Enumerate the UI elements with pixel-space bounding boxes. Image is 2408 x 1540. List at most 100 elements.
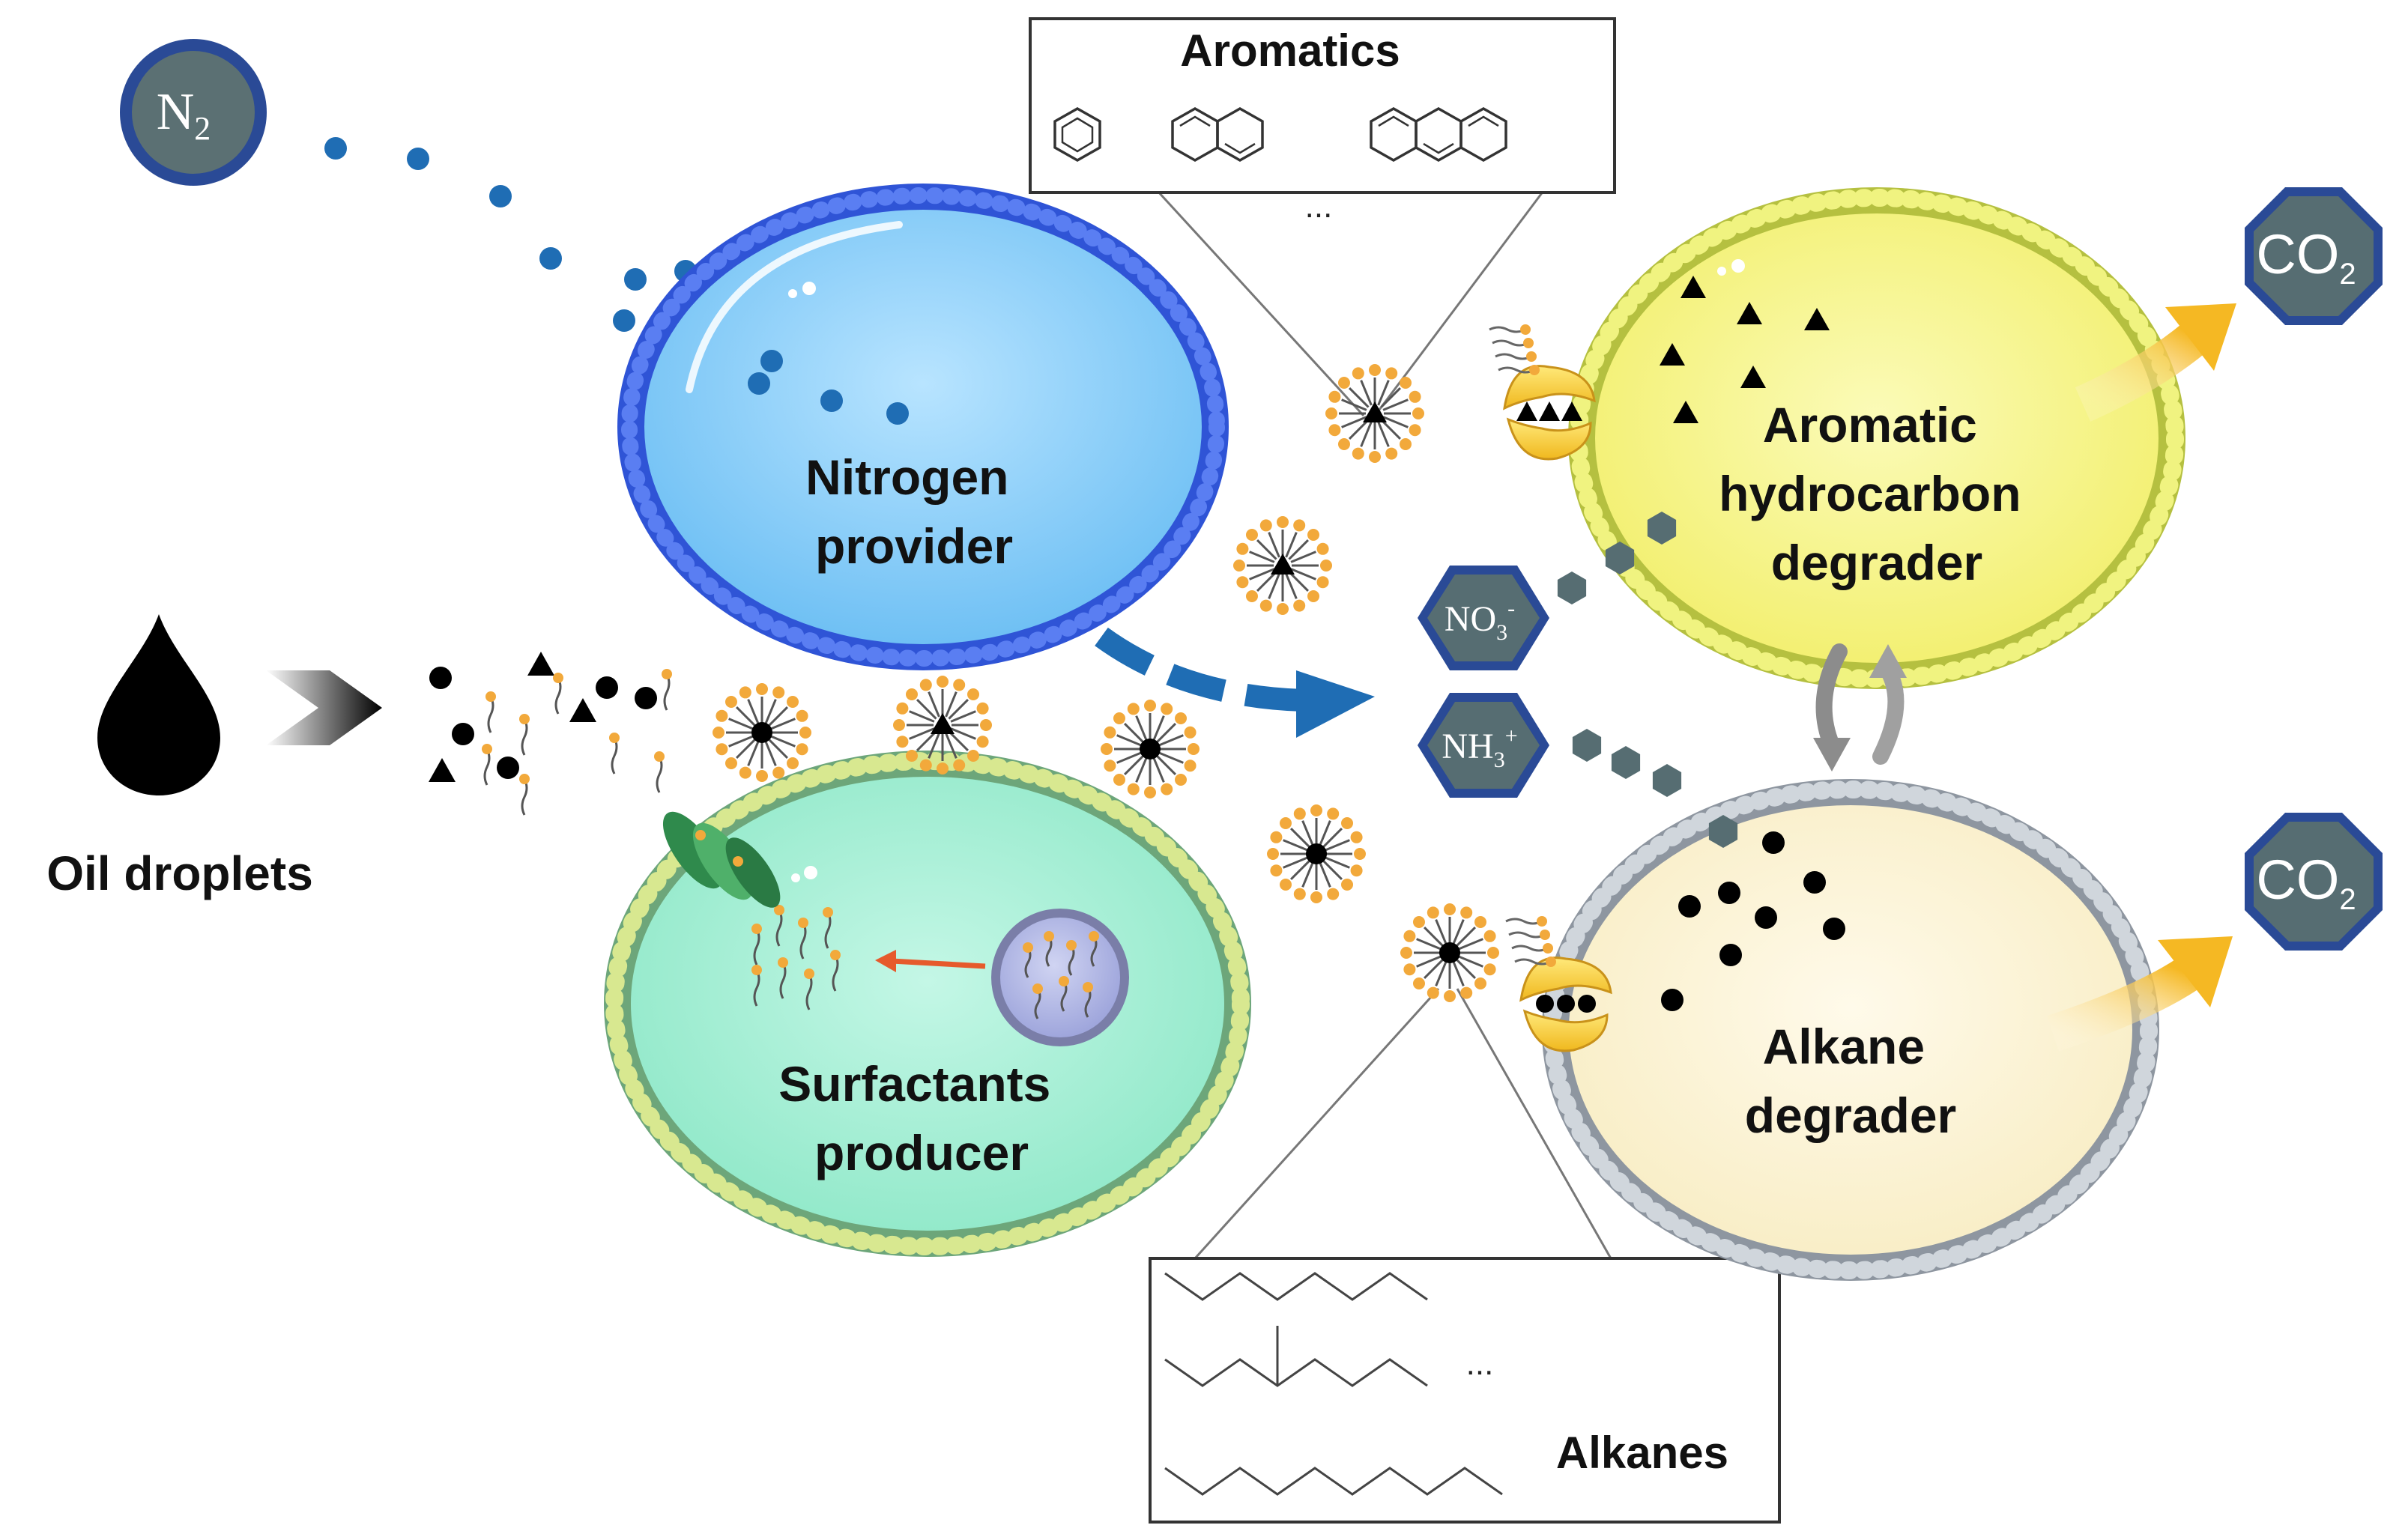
surfactant — [798, 918, 808, 960]
alkane-particle — [1718, 882, 1740, 904]
no3-sub: 3 — [1496, 620, 1507, 645]
alkane-structures — [1164, 1272, 1503, 1496]
free-surfactant — [654, 751, 665, 793]
alkane-particle — [1719, 944, 1742, 966]
aromatic-particle — [1673, 401, 1698, 423]
aromatic-degrader-cell: Aromatic hydrocarbon degrader — [1568, 187, 2185, 689]
aromatic-particle — [569, 698, 596, 722]
svg-text:Alkane degrader: Alkane degrader — [1745, 1019, 1956, 1143]
aromatic-particle — [1737, 302, 1762, 324]
alkanes-box: ... Alkanes — [1149, 1257, 1781, 1524]
co2-top: CO2 — [2245, 187, 2383, 325]
cell-exchange-arrows — [1813, 643, 1907, 771]
micelle — [1400, 903, 1499, 1002]
aromatic-particle — [1660, 343, 1685, 366]
co2-output-arrow-bottom — [2047, 936, 2233, 1052]
alkane-particle — [1823, 918, 1845, 940]
surfactant — [1083, 982, 1093, 1018]
surfactants-producer-line1: Surfactants — [778, 1056, 1050, 1112]
alkane-particle — [1803, 871, 1826, 894]
surfactants-producer-line2: producer — [814, 1125, 1029, 1180]
free-surfactant — [485, 691, 496, 733]
nh3-main: NH — [1442, 727, 1493, 766]
alkane-degrader-line2: degrader — [1745, 1088, 1956, 1143]
aromatics-ellipsis: ... — [1305, 188, 1333, 225]
nh3-sub: 3 — [1494, 748, 1505, 772]
alkane-particle — [452, 723, 474, 745]
nitrogen-dot — [886, 402, 909, 425]
surfactant — [778, 957, 788, 999]
nitrogen-dot — [489, 185, 512, 207]
nh3-sup: + — [1505, 724, 1518, 748]
aromatic-degrader-line3: degrader — [1771, 535, 1982, 590]
surfactant — [823, 907, 833, 949]
alkanes-ellipsis: ... — [1466, 1345, 1494, 1382]
transport-enzyme — [1505, 916, 1612, 1052]
nitrogen-compound-hex — [1557, 572, 1587, 604]
alkane-particle — [497, 757, 519, 779]
no3-sup: - — [1507, 596, 1515, 621]
nitrogen-compound-hex — [1605, 542, 1635, 575]
aromatic-degrader-line2: hydrocarbon — [1719, 466, 2021, 521]
alkane-particle — [596, 676, 618, 699]
co2-bottom-sub: 2 — [2339, 883, 2356, 916]
aromatic-particle — [1740, 366, 1766, 388]
svg-text:N2: N2 — [157, 83, 211, 147]
nitrogen-compound-hex — [1708, 815, 1738, 848]
nh3-ion: NH3+ — [1418, 693, 1549, 798]
n2-sub: 2 — [194, 110, 211, 147]
oil-droplet-icon — [97, 614, 220, 795]
aromatic-degrader-line1: Aromatic — [1763, 397, 1977, 452]
micelle — [713, 683, 811, 782]
alkane-particle — [1762, 831, 1785, 854]
aromatic-particle — [1804, 308, 1830, 330]
free-surfactant — [662, 669, 672, 711]
nitrogen-dot — [624, 268, 647, 291]
nitrogen-compound-particles — [1557, 512, 1738, 848]
svg-text:Nitrogen provider: Nitrogen provider — [805, 449, 1023, 574]
alkane-degrader-line1: Alkane — [1763, 1019, 1925, 1074]
nitrogen-compound-hex — [1647, 512, 1677, 545]
surfactant — [1089, 931, 1099, 967]
free-surfactant — [519, 774, 530, 816]
nitrogen-dot — [324, 137, 347, 160]
released-surfactants — [751, 905, 841, 1010]
nitrogen-compound-hex — [1611, 746, 1641, 779]
surfactant-transporter — [662, 811, 781, 908]
nitrogen-dot — [539, 247, 562, 270]
micelle — [1267, 804, 1366, 903]
surfactant — [830, 950, 841, 992]
surfactant — [1059, 976, 1069, 1012]
nitrogen-compound-hex — [1572, 729, 1602, 762]
svg-text:CO2: CO2 — [2256, 849, 2356, 916]
aromatics-box: Aromatics ... — [1029, 17, 1616, 225]
surfactant — [1023, 942, 1033, 978]
nitrogen-dot — [820, 389, 843, 412]
micelle — [1101, 700, 1200, 798]
nitrogen-dot — [613, 309, 635, 332]
alkane-particle — [429, 667, 452, 689]
nitrogen-transfer-arrow — [1095, 627, 1375, 738]
surfactant — [804, 968, 814, 1010]
alkane-particle — [1661, 989, 1684, 1011]
n2-molecule: N2 — [120, 39, 267, 186]
co2-bottom-main: CO — [2256, 849, 2339, 911]
nitrogen-provider-line2: provider — [815, 518, 1013, 574]
free-surfactant — [553, 673, 563, 715]
oil-droplets-label: Oil droplets — [46, 846, 313, 900]
free-surfactant — [482, 744, 492, 786]
oil-particles — [429, 652, 672, 816]
svg-text:NO3-: NO3- — [1445, 596, 1515, 645]
co2-output-arrow-top — [2075, 303, 2236, 422]
surfactant — [1066, 940, 1077, 976]
vesicle-surfactants — [1023, 931, 1099, 1019]
nitrogen-provider-line1: Nitrogen — [805, 449, 1008, 505]
co2-top-main: CO — [2256, 223, 2339, 285]
alkane-particle — [1755, 906, 1777, 929]
no3-ion: NO3- — [1418, 566, 1549, 670]
nitrogen-provider-cell: Nitrogen provider — [617, 184, 1229, 670]
nitrogen-dot — [407, 148, 429, 170]
alkane-degrader-cell: Alkane degrader — [1542, 779, 2159, 1281]
alkane-particle — [1678, 895, 1701, 918]
